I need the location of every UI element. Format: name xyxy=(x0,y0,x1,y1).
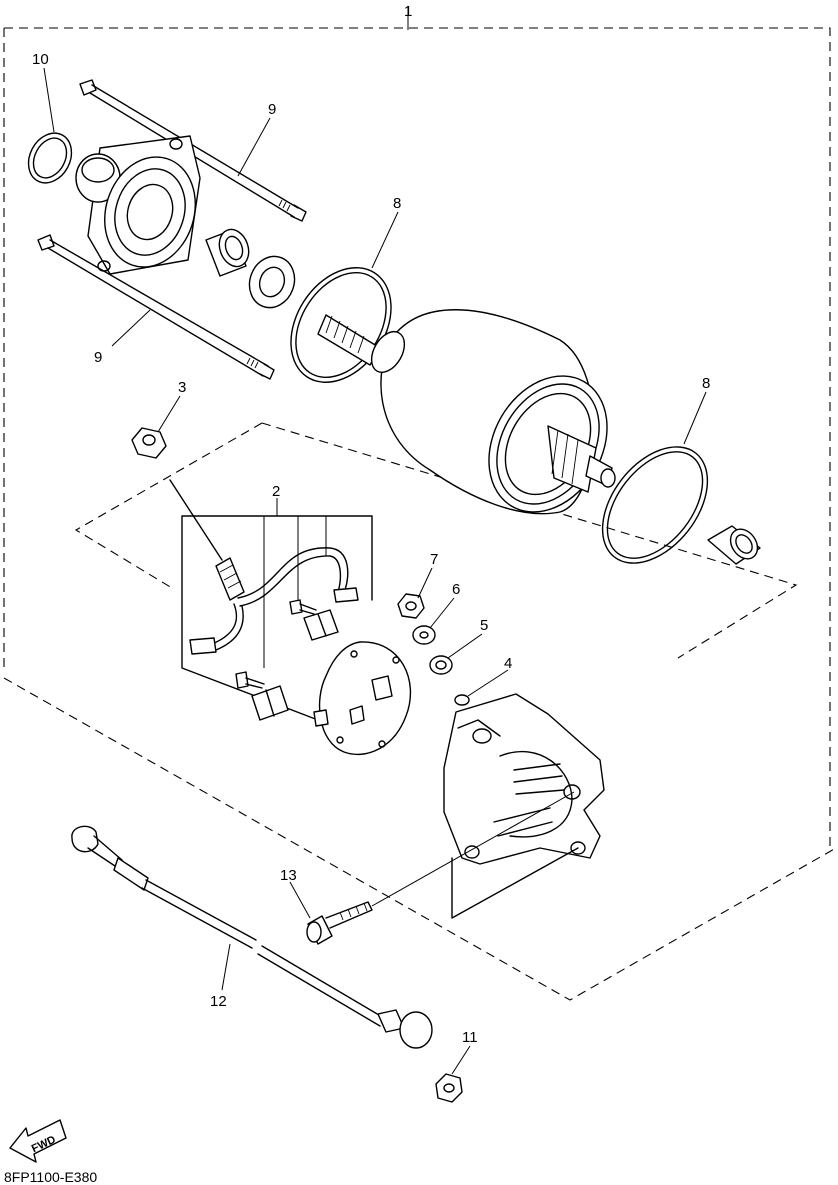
washer-5 xyxy=(429,655,453,675)
callout-1: 1 xyxy=(404,3,412,20)
front-cover xyxy=(75,135,201,275)
leader-lines xyxy=(43,6,707,1075)
rear-cover xyxy=(443,693,605,919)
brush-screws xyxy=(235,599,317,689)
callout-5: 5 xyxy=(480,617,488,634)
o-ring-4 xyxy=(454,694,470,706)
callout-8-upper: 8 xyxy=(393,195,401,212)
oil-seal xyxy=(248,255,296,309)
nut-7 xyxy=(397,593,425,619)
callout-7: 7 xyxy=(430,551,438,568)
callout-2: 2 xyxy=(272,483,280,500)
callout-12: 12 xyxy=(210,993,227,1010)
callout-8-lower: 8 xyxy=(702,375,710,392)
yoke-armature xyxy=(317,309,616,515)
nut-11 xyxy=(435,1073,463,1103)
brush-clips xyxy=(251,609,339,721)
callout-9-lower: 9 xyxy=(94,349,102,366)
nut-3 xyxy=(131,427,167,459)
callout-13: 13 xyxy=(280,867,297,884)
brush-plate xyxy=(313,641,412,756)
callout-4: 4 xyxy=(504,655,512,672)
washer-6 xyxy=(412,625,436,645)
callout-6: 6 xyxy=(452,581,460,598)
callout-10: 10 xyxy=(32,51,49,68)
starter-cable xyxy=(71,825,433,1049)
o-ring-10 xyxy=(27,132,73,184)
callout-9-upper: 9 xyxy=(268,101,276,118)
terminal-lead xyxy=(169,479,359,655)
diagram-code: 8FP1100-E380 xyxy=(4,1169,97,1185)
bolt-13 xyxy=(306,791,575,945)
bearing xyxy=(205,228,250,277)
assembly-boundary xyxy=(3,22,837,1001)
through-bolt-lower xyxy=(37,234,275,380)
callouts: 1 2 3 4 5 6 7 8 8 9 9 10 11 12 13 xyxy=(32,3,710,1046)
fwd-arrow-badge: FWD xyxy=(9,1119,67,1163)
callout-11: 11 xyxy=(462,1029,478,1046)
o-ring-8-lower xyxy=(601,446,709,564)
callout-3: 3 xyxy=(178,379,186,396)
rear-bushing xyxy=(707,525,761,565)
